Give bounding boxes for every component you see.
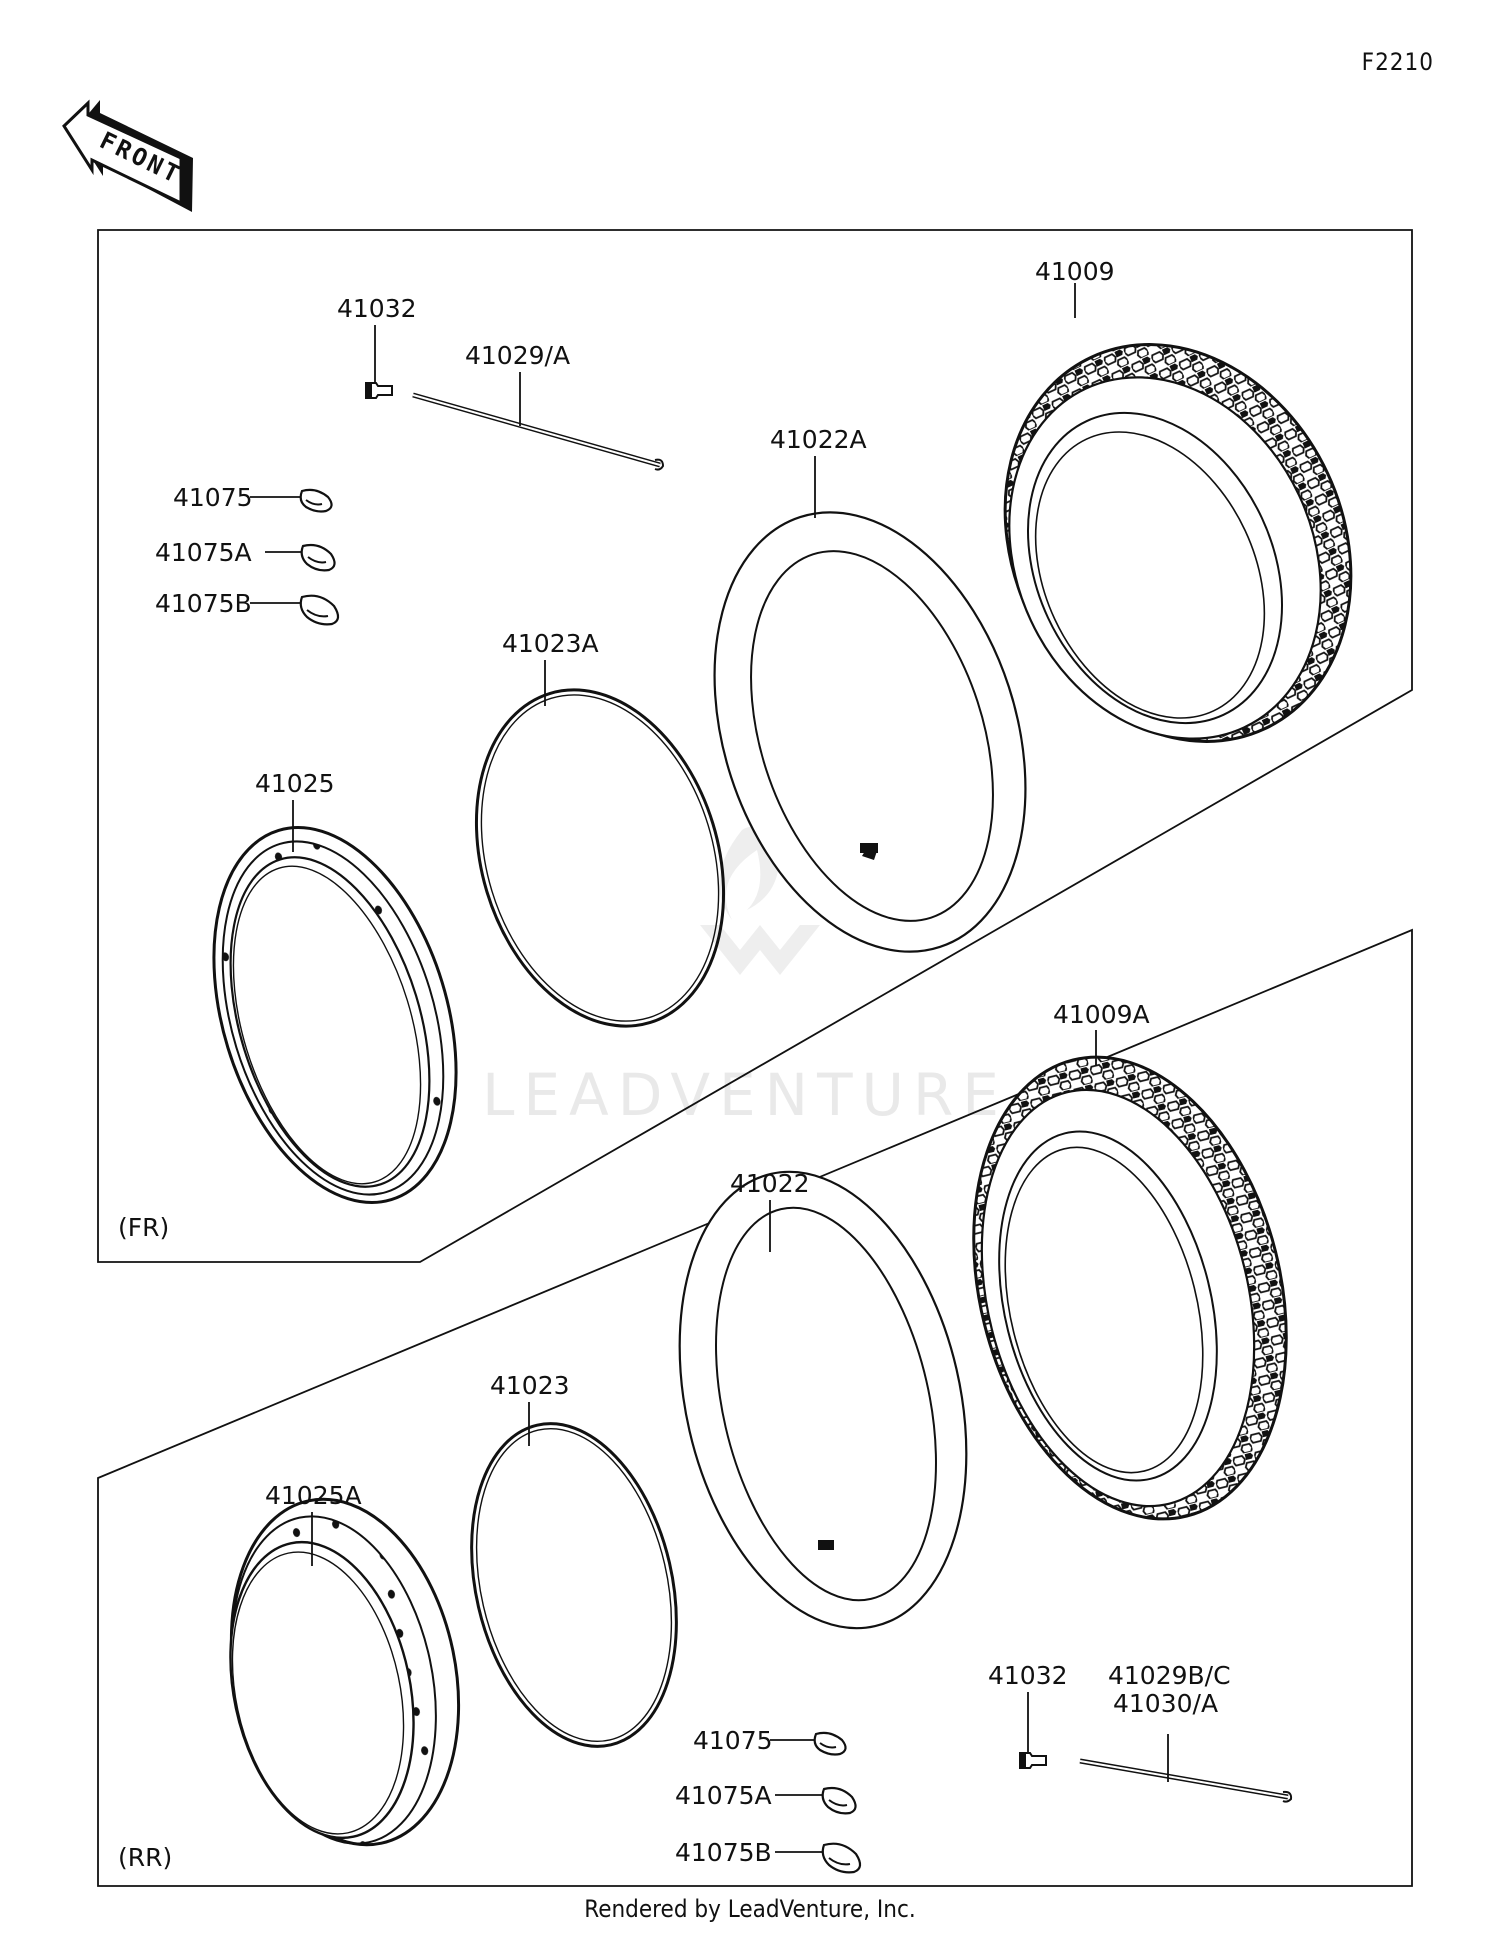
rear-rim: [229, 1497, 461, 1847]
watermark: LEADVENTURE: [482, 826, 1008, 1129]
rear-section-frame: [97, 928, 1413, 1887]
front-rim: [212, 800, 458, 1204]
part-label: 41075B: [155, 589, 252, 618]
part-label: 41025: [255, 769, 335, 798]
footer-credit: Rendered by LeadVenture, Inc.: [584, 1895, 916, 1923]
part-label: 41029B/C: [1108, 1661, 1231, 1690]
rear-inner-tube: [678, 1170, 968, 1630]
watermark-text: LEADVENTURE: [482, 1061, 1008, 1129]
section-label-front: (FR): [118, 1213, 169, 1242]
part-label: 41075A: [155, 538, 252, 567]
part-label: 41022A: [770, 425, 867, 454]
part-label: 41075: [173, 483, 253, 512]
section-label-rear: (RR): [118, 1843, 172, 1872]
part-label: 41009: [1035, 257, 1115, 286]
front-inner-tube: [713, 456, 1027, 953]
front-tire: [1003, 283, 1353, 743]
front-arrow: FRONT: [62, 99, 193, 212]
part-label: 41023: [490, 1371, 570, 1400]
part-label: 41029/A: [465, 341, 570, 370]
diagram-code: F2210: [1361, 48, 1434, 76]
front-rim-band: [474, 660, 726, 1028]
front-section-frame: [97, 229, 1413, 1263]
rear-spoke: [1079, 1734, 1293, 1803]
part-label: 41030/A: [1113, 1689, 1218, 1718]
rear-tire: [972, 1030, 1288, 1521]
part-label: 41075: [693, 1726, 773, 1755]
part-label: 41032: [988, 1661, 1068, 1690]
front-rim-locks: [250, 488, 340, 626]
part-label: 41075A: [675, 1781, 772, 1810]
rear-rim-locks: [770, 1731, 862, 1874]
part-label: 41075B: [675, 1838, 772, 1867]
part-label: 41023A: [502, 629, 599, 658]
part-label: 41025A: [265, 1481, 362, 1510]
part-label: 41009A: [1053, 1000, 1150, 1029]
rear-nipple: [1019, 1692, 1047, 1769]
part-label: 41032: [337, 294, 417, 323]
front-nipple: [365, 325, 393, 399]
rear-rim-band: [470, 1402, 678, 1748]
front-spoke: [412, 372, 665, 471]
part-label: 41022: [730, 1169, 810, 1198]
